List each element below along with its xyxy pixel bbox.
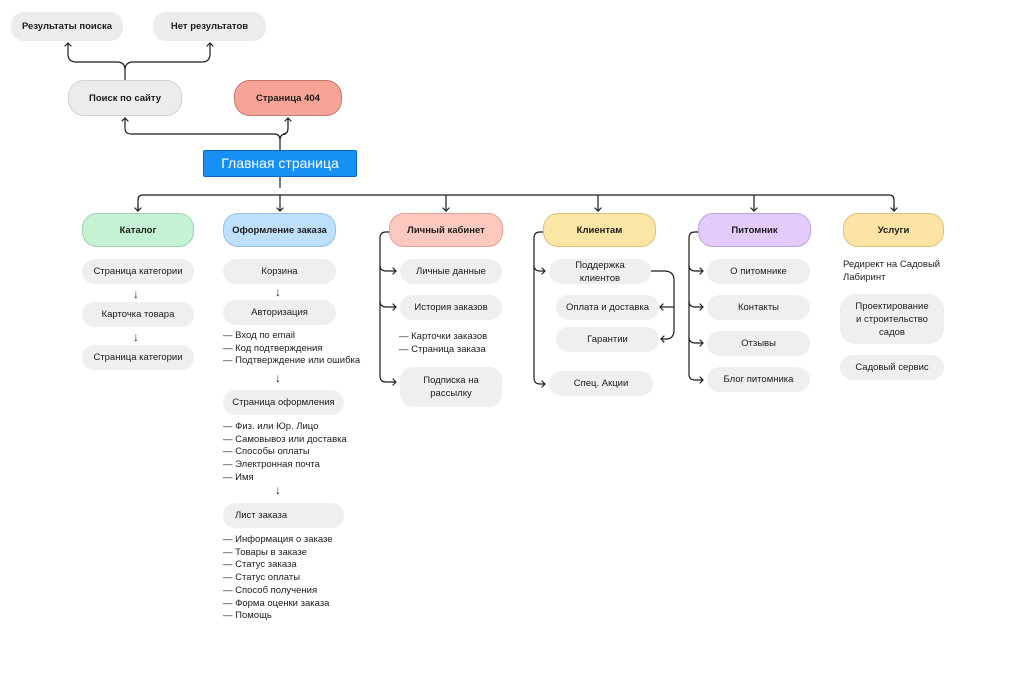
site-search-node: Поиск по сайту (68, 80, 182, 116)
checkout-arrow-2: ↓ (275, 371, 281, 385)
list-item: — Информация о заказе (223, 534, 333, 545)
guarantees-node: Гарантии (556, 327, 659, 352)
catalog-category-node-2: Страница категории (82, 345, 194, 370)
list-item: — Товары в заказе (223, 546, 307, 558)
list-item: — Электронная почта (223, 459, 320, 471)
garden-service-node: Садовый сервис (840, 355, 944, 380)
list-item: — Код подтверждения (223, 342, 323, 354)
catalog-arrow-2: ↓ (133, 330, 139, 344)
list-item: — Статус оплаты (223, 572, 301, 584)
order-sheet-items-list: — Информация о заказе — Товары в заказе … (223, 534, 333, 623)
payment-delivery-node: Оплата и доставка (556, 295, 659, 320)
reviews-node: Отзывы (707, 331, 810, 356)
list-item: — Статус заказа (223, 559, 297, 571)
customer-support-node: Поддержка клиентов (549, 259, 651, 284)
subscription-node: Подписка на рассылку (400, 367, 502, 407)
about-nursery-node: О питомнике (707, 259, 810, 284)
order-history-items-list: — Карточки заказов — Страница заказа (399, 331, 487, 356)
order-history-node: История заказов (400, 295, 502, 320)
auth-node: Авторизация (223, 300, 336, 325)
clients-node: Клиентам (543, 213, 656, 247)
main-page-node: Главная страница (203, 150, 357, 177)
page-404-node: Страница 404 (234, 80, 342, 116)
list-item: — Способы оплаты (223, 446, 310, 458)
list-item: — Карточки заказов (399, 331, 488, 342)
list-item: — Физ. или Юр. Лицо (223, 421, 319, 432)
checkout-arrow-1: ↓ (275, 285, 281, 299)
checkout-arrow-3: ↓ (275, 483, 281, 497)
no-results-node: Нет результатов (153, 12, 266, 41)
list-item: — Помощь (223, 610, 272, 622)
personal-data-node: Личные данные (400, 259, 502, 284)
checkout-page-items-list: — Физ. или Юр. Лицо — Самовывоз или дост… (223, 421, 347, 485)
list-item: — Вход по email (223, 330, 296, 341)
special-offers-node: Спец. Акции (549, 371, 653, 396)
order-sheet-node: Лист заказа (223, 503, 344, 528)
cart-node: Корзина (223, 259, 336, 284)
nursery-node: Питомник (698, 213, 811, 247)
garden-design-node: Проектирование и строительство садов (840, 294, 944, 344)
auth-items-list: — Вход по email — Код подтверждения — По… (223, 330, 360, 368)
list-item: — Имя (223, 471, 254, 483)
list-item: — Способ получения (223, 584, 318, 596)
catalog-node: Каталог (82, 213, 194, 247)
checkout-page-node: Страница оформления (223, 390, 344, 415)
list-item: — Подтверждение или ошибка (223, 355, 361, 367)
services-node: Услуги (843, 213, 944, 247)
redirect-text: Редирект на Садовый Лабиринт (843, 259, 941, 283)
nursery-blog-node: Блог питомника (707, 367, 810, 392)
catalog-category-node: Страница категории (82, 259, 194, 284)
checkout-node: Оформление заказа (223, 213, 336, 247)
account-node: Личный кабинет (389, 213, 503, 247)
list-item: — Форма оценки заказа (223, 597, 330, 609)
catalog-arrow-1: ↓ (133, 287, 139, 301)
search-results-node: Результаты поиска (11, 12, 123, 41)
catalog-product-card-node: Карточка товара (82, 302, 194, 327)
list-item: — Самовывоз или доставка (223, 433, 347, 445)
list-item: — Страница заказа (399, 343, 486, 355)
contacts-node: Контакты (707, 295, 810, 320)
